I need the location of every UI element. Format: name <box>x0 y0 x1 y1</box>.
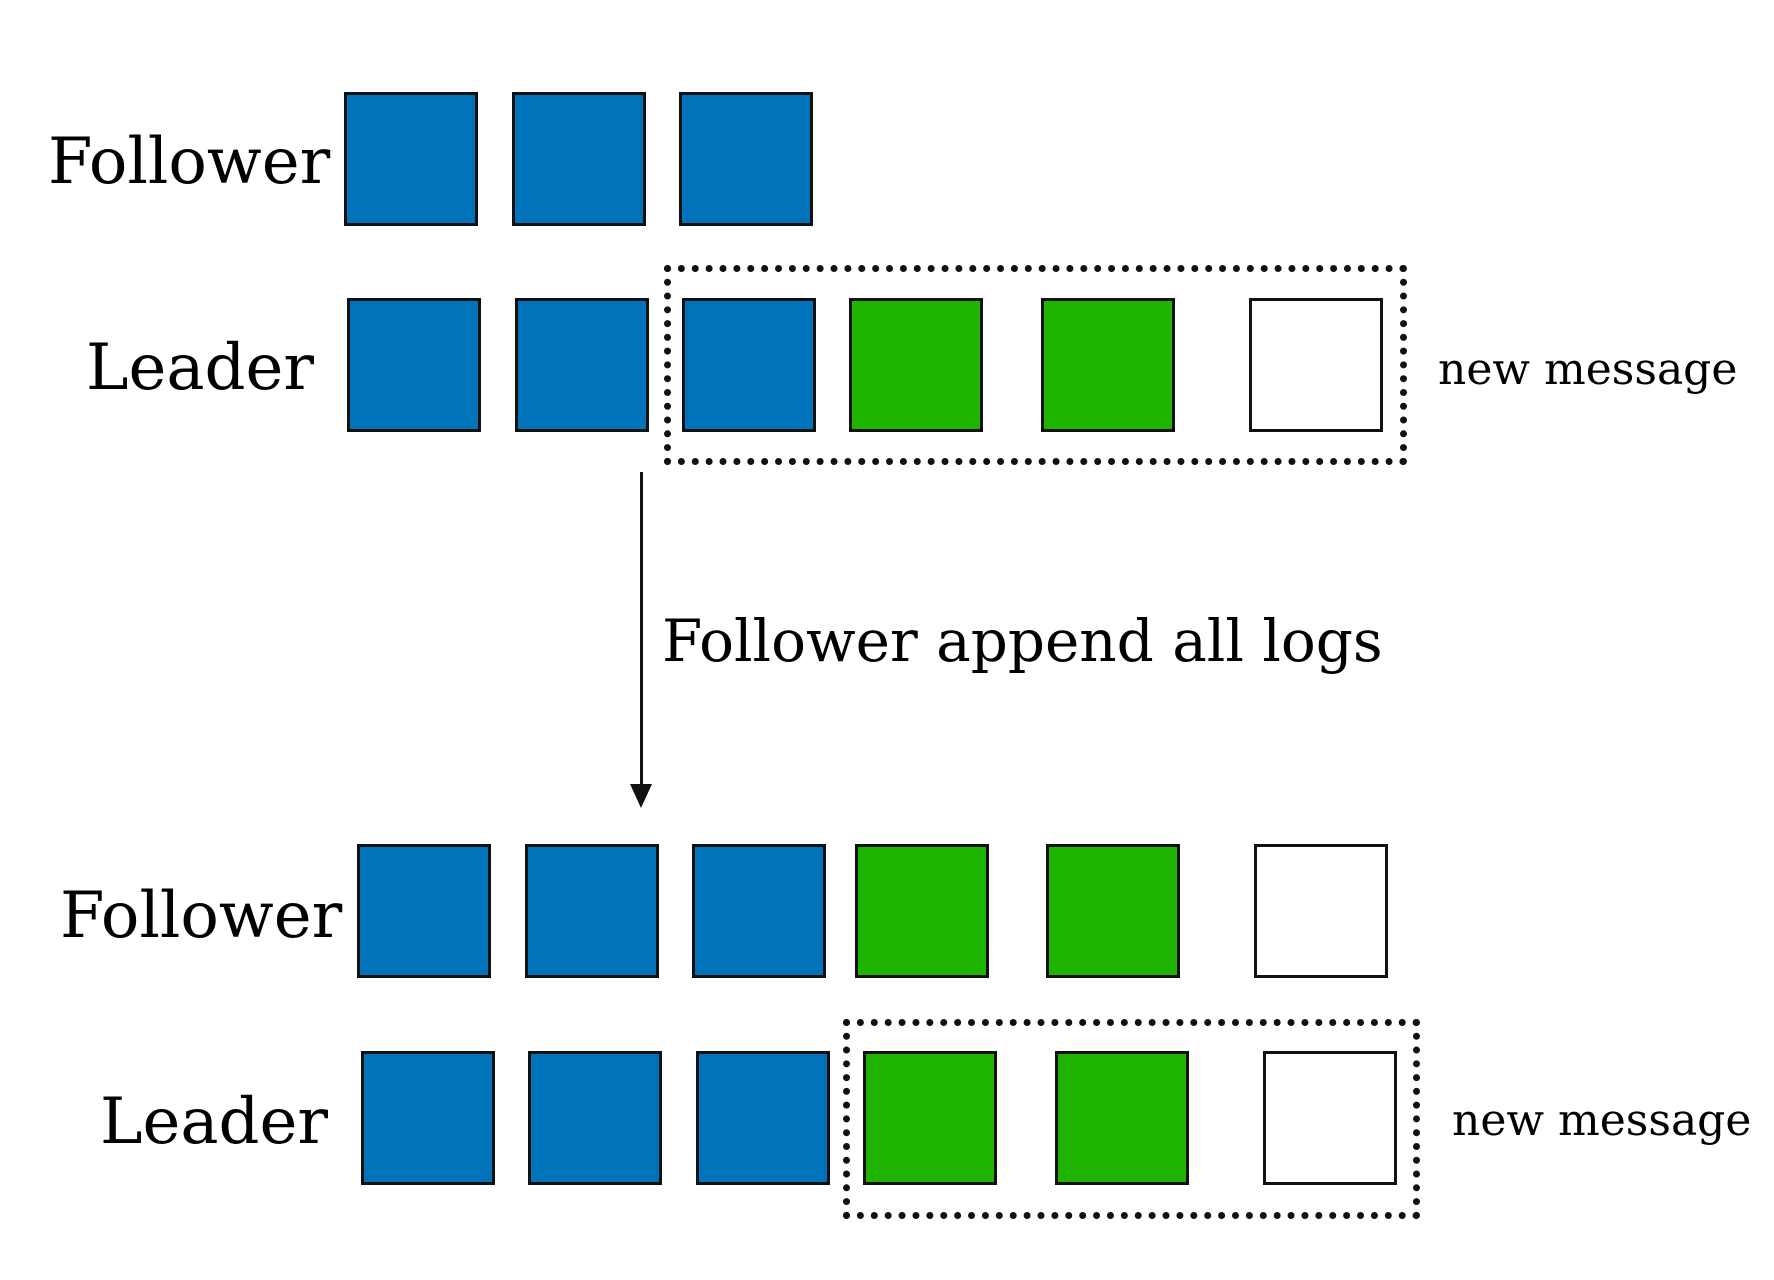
step2-new-message-label: new message <box>1452 1095 1752 1146</box>
transition-arrow-line <box>640 472 643 792</box>
step2-follower-cell <box>525 844 659 978</box>
step1-leader-cell <box>849 298 983 432</box>
step1-follower-cell <box>679 92 813 226</box>
step1-follower-label: Follower <box>48 125 331 199</box>
step1-leader-cell <box>515 298 649 432</box>
transition-label: Follower append all logs <box>662 607 1383 675</box>
step1-leader-cell <box>1249 298 1383 432</box>
step2-leader-cell <box>696 1051 830 1185</box>
step2-follower-cell <box>692 844 826 978</box>
step2-follower-label: Follower <box>60 879 343 953</box>
step2-leader-cell <box>863 1051 997 1185</box>
step1-leader-cell <box>682 298 816 432</box>
step2-follower-cell <box>1046 844 1180 978</box>
step1-leader-label: Leader <box>86 331 314 405</box>
step1-leader-cell <box>347 298 481 432</box>
step1-new-message-label: new message <box>1438 344 1738 395</box>
step2-follower-cell <box>855 844 989 978</box>
step1-leader-cell <box>1041 298 1175 432</box>
step1-follower-cell <box>512 92 646 226</box>
step1-new-message-box <box>664 265 1407 465</box>
step2-leader-cell <box>1263 1051 1397 1185</box>
step2-leader-cell <box>361 1051 495 1185</box>
down-arrow-icon <box>630 784 652 808</box>
step2-leader-label: Leader <box>100 1085 328 1159</box>
step1-follower-cell <box>344 92 478 226</box>
step2-follower-cell <box>357 844 491 978</box>
step2-leader-cell <box>1055 1051 1189 1185</box>
step2-new-message-box <box>843 1019 1420 1219</box>
step2-follower-cell <box>1254 844 1388 978</box>
step2-leader-cell <box>528 1051 662 1185</box>
